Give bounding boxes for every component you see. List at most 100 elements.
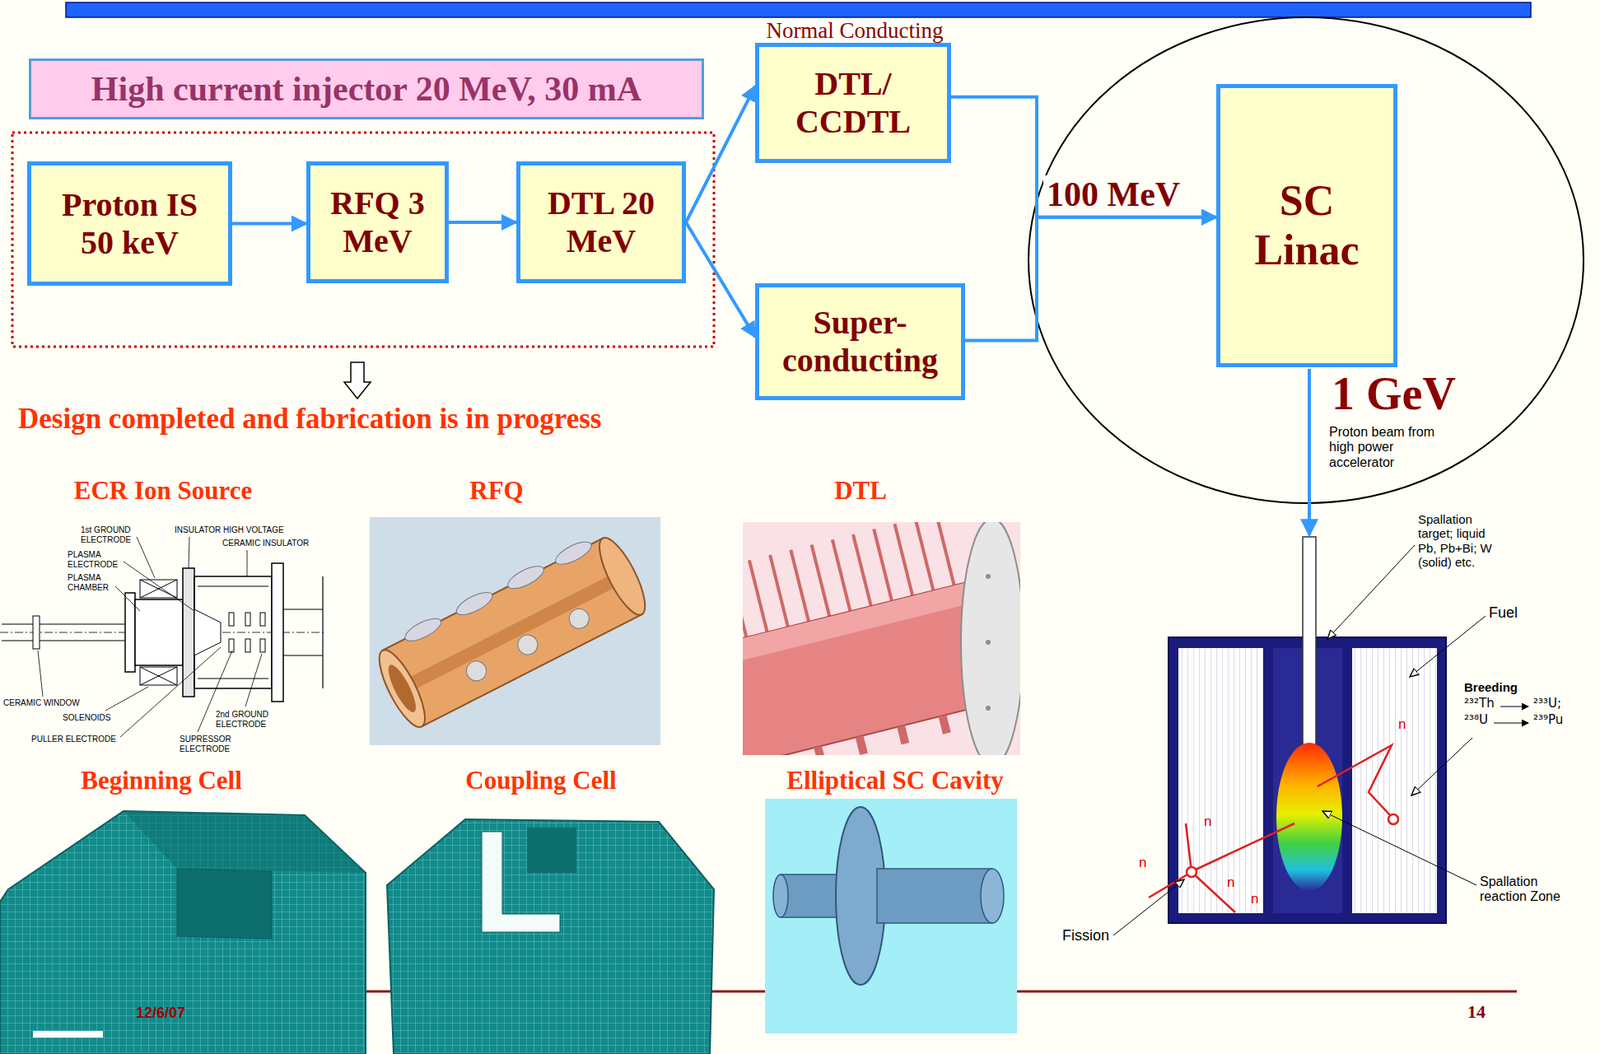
box-label: High current injector 20 MeV, 30 mA [91, 69, 642, 109]
sc-cavity-model [765, 798, 1017, 1034]
leader-line [247, 550, 248, 577]
neutron-path [1388, 814, 1399, 825]
figure-title: DTL [834, 475, 887, 506]
figure-title: ECR Ion Source [74, 475, 252, 506]
dtl-drawing [811, 544, 831, 616]
beginning-cell-model [177, 868, 272, 939]
section-heading: Normal Conducting [765, 18, 943, 44]
box-label: Super- conducting [778, 303, 943, 380]
leader-line [1113, 545, 1529, 936]
rfq-drawing [462, 657, 490, 685]
energy-label: 1 GeV [1331, 367, 1456, 420]
dtl-drawing [938, 714, 952, 735]
neutron-path [1148, 745, 1399, 913]
neutron-path [1186, 867, 1197, 877]
dtl-drawing [915, 522, 934, 591]
callout-text: Spallation reaction Zone [1479, 874, 1586, 905]
leader-line [1411, 737, 1473, 796]
leader-line [115, 586, 140, 612]
ecr-ion-source-drawing [228, 639, 234, 653]
ads-reactor-drawing [1276, 742, 1343, 891]
figure-title: Elliptical SC Cavity [786, 765, 1004, 796]
box-label: Proton IS 50 keV [51, 186, 209, 262]
leader-line [37, 650, 43, 697]
rfq-drawing [399, 570, 626, 695]
leader-line [123, 561, 195, 612]
flow-arrow [232, 222, 307, 226]
date-stamp: 12/6/07 [135, 1004, 186, 1022]
title-bar [65, 2, 1531, 18]
rfq-drawing [565, 605, 593, 632]
rfq-drawing [370, 644, 434, 733]
ecr-ion-source-drawing [260, 612, 266, 626]
ads-reactor-drawing [1113, 536, 1529, 936]
rfq-drawing [369, 525, 654, 733]
dtl-drawing [749, 559, 768, 632]
beginning-cell-model [0, 811, 366, 1054]
leader-line [120, 647, 221, 738]
dtl-drawing [936, 522, 955, 586]
rfq-drawing [591, 531, 654, 621]
sc-section-circle [1028, 17, 1584, 504]
leader-line [188, 536, 190, 569]
part-label: PLASMA ELECTRODE [67, 550, 124, 570]
dtl-drawing [960, 522, 1021, 756]
callout-text: Fission [1062, 927, 1110, 945]
part-label: CERAMIC WINDOW [3, 698, 80, 709]
neutron-path [1195, 823, 1295, 870]
dtl-drawing [742, 565, 747, 638]
injector-group-outline [12, 132, 714, 347]
beam-arrow [1307, 368, 1311, 536]
ads-reactor-drawing [1352, 648, 1437, 914]
isotope-label: ²³⁸U [1464, 713, 1489, 728]
accelerator-box: SC Linac [1216, 83, 1398, 368]
process-box: Proton IS 50 keV [27, 161, 233, 286]
down-arrow-symbol [344, 362, 371, 399]
dtl-drawing [790, 550, 809, 622]
flow-arrow [965, 217, 1217, 341]
figure-title: RFQ [469, 475, 523, 506]
edge-label: 100 MeV [1043, 175, 1184, 214]
ecr-ion-source-drawing [32, 615, 40, 649]
coupling-cell-model [481, 831, 560, 933]
dtl-drawing [675, 507, 1024, 789]
callout-text: Breeding [1464, 680, 1518, 695]
dtl-drawing [832, 539, 851, 612]
leader-line [105, 686, 149, 711]
neutron-path [1317, 745, 1392, 816]
ecr-ion-source-drawing [135, 599, 183, 666]
sc-cavity-model [765, 798, 1017, 1034]
box-label: SC Linac [1245, 176, 1369, 276]
part-label: SUPRESSOR ELECTRODE [179, 734, 236, 754]
dtl-drawing [896, 725, 910, 746]
sc-cavity-model [980, 868, 1004, 924]
process-box: RFQ 3 MeV [306, 161, 449, 284]
header-banner: High current injector 20 MeV, 30 mA [28, 58, 705, 120]
process-box: Super- conducting [755, 283, 966, 401]
flow-arrow [448, 220, 517, 224]
figure-title: Coupling Cell [465, 765, 616, 796]
part-label: 2nd GROUND ELECTRODE [215, 709, 272, 729]
ads-reactor-drawing [1302, 536, 1316, 745]
beam-note: Proton beam from high power accelerator [1329, 424, 1461, 471]
ecr-ion-source-drawing [139, 667, 178, 686]
ads-reactor-drawing [1178, 648, 1264, 914]
ecr-ion-source-drawing [260, 639, 266, 653]
ecr-ion-source-drawing [245, 639, 251, 653]
coupling-cell-model [527, 827, 577, 873]
ecr-ion-source-drawing [271, 563, 284, 702]
dtl-drawing [853, 534, 872, 607]
ecr-ion-source-drawing [139, 667, 178, 686]
status-note: Design completed and fabrication is in p… [18, 402, 602, 436]
dtl-drawing [742, 578, 986, 672]
neutron-path [1185, 823, 1192, 873]
dtl-drawing [873, 529, 892, 602]
neutron-path [1191, 872, 1236, 913]
neutron-label: n [1398, 716, 1406, 733]
coupling-cell-model [387, 819, 714, 1054]
leader-line [1493, 723, 1529, 724]
ecr-ion-source-drawing [245, 612, 251, 626]
leader-line [245, 653, 262, 707]
rfq-drawing [401, 614, 444, 646]
